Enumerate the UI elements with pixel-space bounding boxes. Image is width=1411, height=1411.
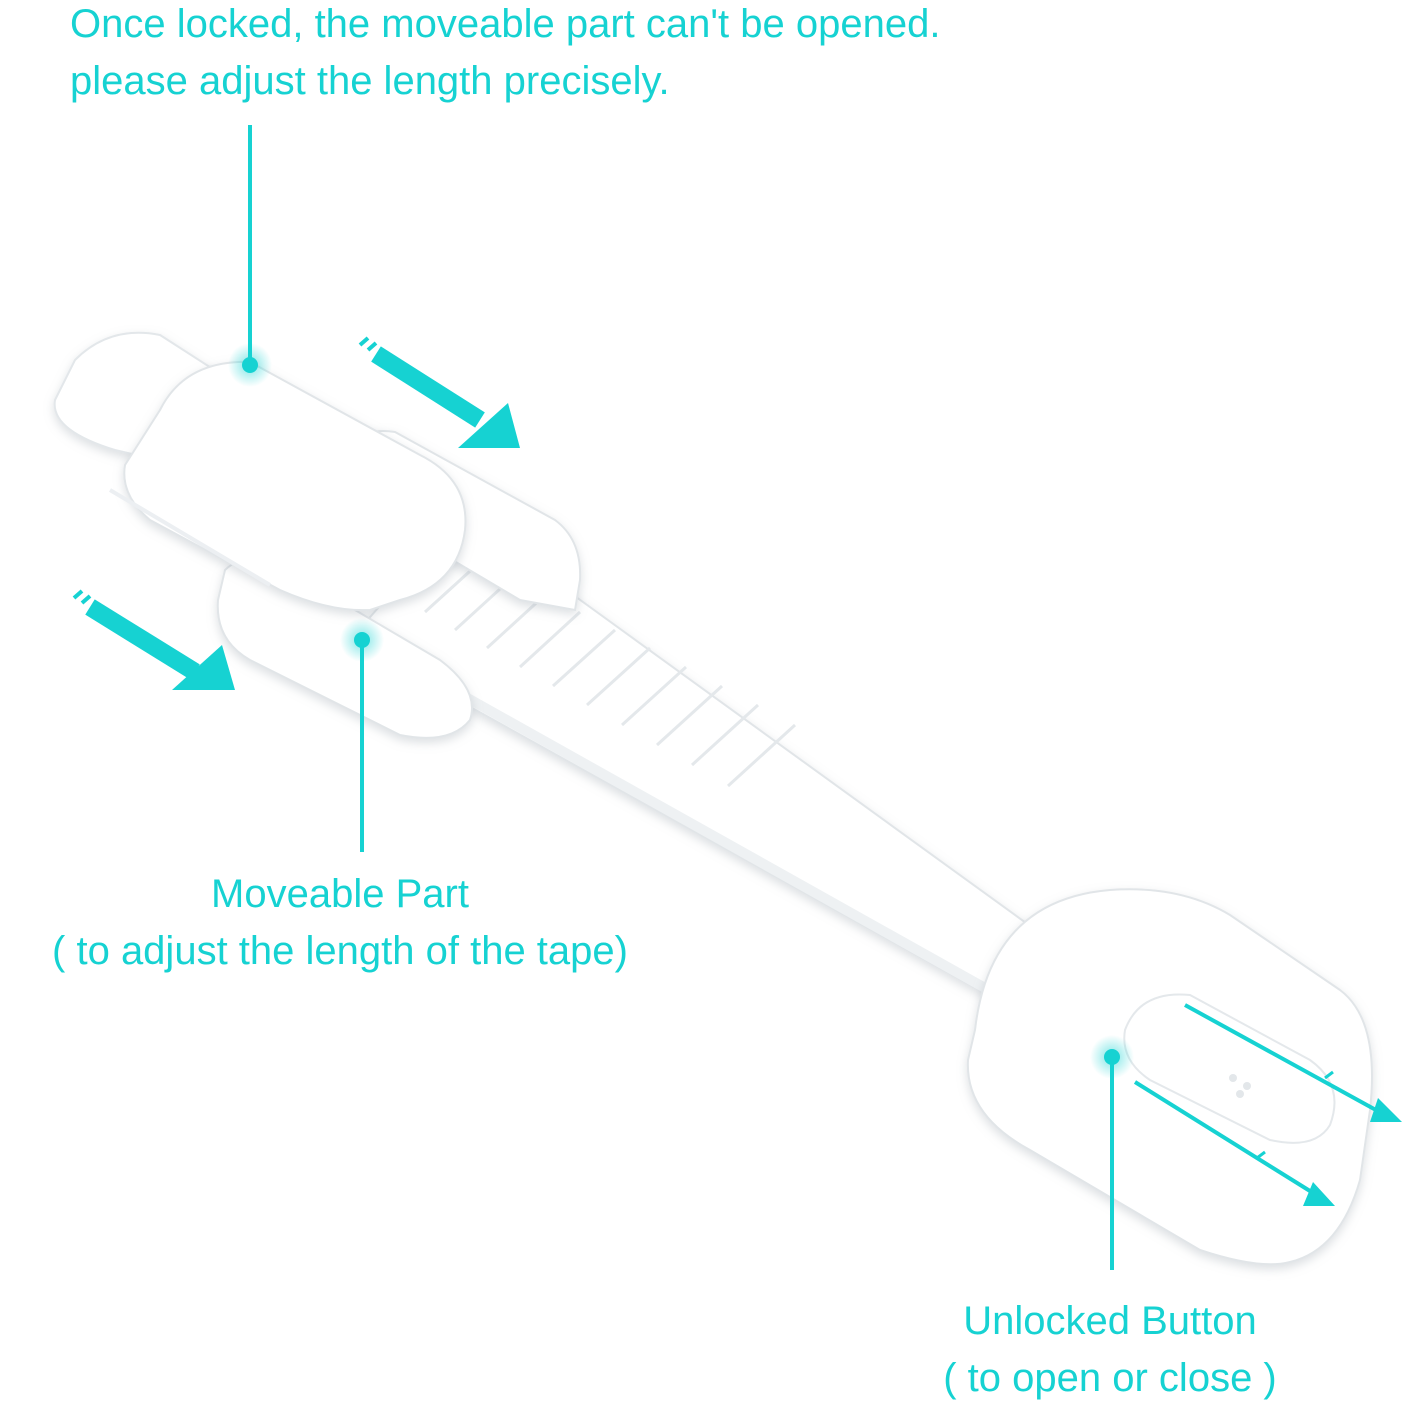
callout-moveable-part <box>340 618 384 852</box>
unlock-button-label: Unlocked Button ( to open or close ) <box>910 1293 1310 1407</box>
moveable-part-description: ( to adjust the length of the tape) <box>52 929 628 973</box>
lock-note-line-1: Once locked, the moveable part can't be … <box>70 2 941 46</box>
arrow-down-right-icon <box>72 589 235 690</box>
callout-lock-note <box>228 125 272 387</box>
button-grip-dots <box>1229 1074 1251 1098</box>
strap-ribs <box>393 546 797 788</box>
moveable-part-label: Moveable Part ( to adjust the length of … <box>0 866 680 980</box>
moveable-part-title: Moveable Part <box>211 872 469 916</box>
lock-note-line-2: please adjust the length precisely. <box>70 59 670 103</box>
unlock-button-description: ( to open or close ) <box>943 1356 1277 1400</box>
arrow-right-icon <box>1133 1080 1335 1206</box>
unlock-button-title: Unlocked Button <box>963 1299 1257 1343</box>
callout-unlock-button <box>1090 1035 1134 1270</box>
arrow-down-right-icon <box>358 336 520 448</box>
arrow-right-icon <box>1184 1003 1402 1122</box>
lock-note-label: Once locked, the moveable part can't be … <box>70 0 940 110</box>
unlock-button <box>1123 993 1336 1144</box>
moveable-slider <box>123 360 467 612</box>
